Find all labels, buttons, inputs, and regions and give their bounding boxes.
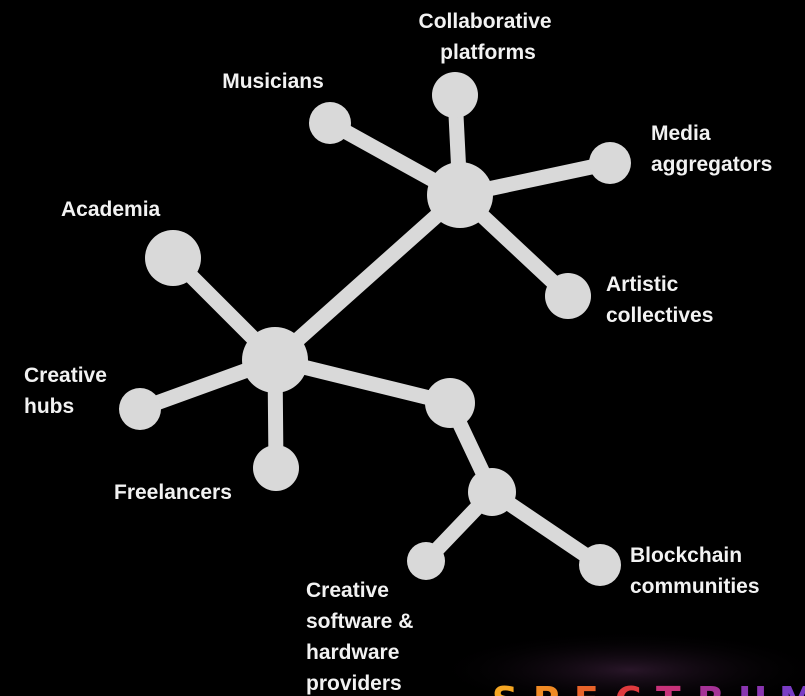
spectrum-logo-letter: M <box>779 680 805 696</box>
node-collaborative-platforms <box>432 72 478 118</box>
label-creative-software: Creative software & hardware providers <box>306 579 419 695</box>
label-line: hardware <box>306 641 399 664</box>
label-media-aggregators: Media aggregators <box>651 122 772 176</box>
label-academia: Academia <box>61 198 161 221</box>
spectrum-logo: SPECTRUM <box>492 680 805 696</box>
label-freelancers: Freelancers <box>114 481 232 504</box>
spectrum-logo-letter: E <box>574 680 618 696</box>
label-line: Artistic <box>606 273 679 296</box>
label-collaborative-platforms: Collaborative platforms <box>419 10 558 64</box>
label-line: Blockchain <box>630 544 742 567</box>
spectrum-logo-letter: S <box>492 680 537 696</box>
label-line: hubs <box>24 395 74 418</box>
label-blockchain-communities: Blockchain communities <box>630 544 760 598</box>
label-line: providers <box>306 672 402 695</box>
node-media-aggregators <box>589 142 631 184</box>
label-artistic-collectives: Artistic collectives <box>606 273 713 327</box>
node-main-hub <box>242 327 308 393</box>
node-artistic-collectives <box>545 273 591 319</box>
spectrum-logo-letter: C <box>615 680 660 696</box>
spectrum-logo-letter: R <box>697 680 744 696</box>
node-blockchain <box>579 544 621 586</box>
edge-hub-upper-hub <box>267 187 468 368</box>
node-musicians <box>309 102 351 144</box>
brand-glow <box>430 630 805 696</box>
label-line: collectives <box>606 304 713 327</box>
label-line: Creative <box>306 579 389 602</box>
label-line: aggregators <box>651 153 772 176</box>
label-line: software & <box>306 610 413 633</box>
spectrum-logo-letter: T <box>656 680 700 696</box>
label-line: platforms <box>440 41 536 64</box>
label-line: Academia <box>61 198 161 221</box>
node-middle <box>425 378 475 428</box>
label-line: Musicians <box>222 70 324 93</box>
label-line: Freelancers <box>114 481 232 504</box>
nodes <box>119 72 631 586</box>
node-lower-hub <box>468 468 516 516</box>
label-line: communities <box>630 575 760 598</box>
node-freelancers <box>253 445 299 491</box>
label-creative-hubs: Creative hubs <box>24 364 113 418</box>
spectrum-logo-letter: U <box>738 680 786 696</box>
label-line: Media <box>651 122 711 145</box>
label-line: Collaborative <box>419 10 552 33</box>
node-creative-software <box>407 542 445 580</box>
label-musicians: Musicians <box>222 70 324 93</box>
node-academia <box>145 230 201 286</box>
label-line: Creative <box>24 364 107 387</box>
node-creative-hubs <box>119 388 161 430</box>
labels: Collaborative platforms Musicians Media … <box>24 10 772 695</box>
spectrum-logo-letter: P <box>533 680 578 696</box>
node-upper-hub <box>427 162 493 228</box>
